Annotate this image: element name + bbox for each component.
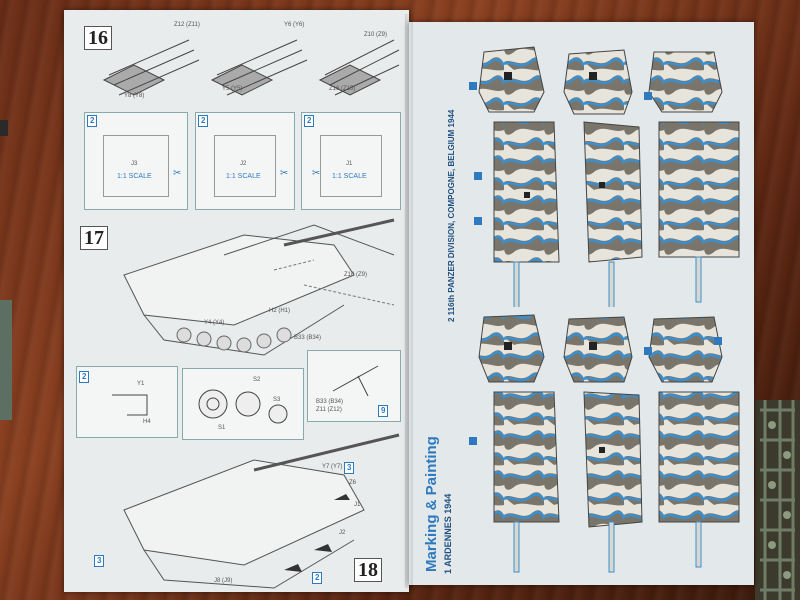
paint-badge: 2 [304, 115, 315, 127]
marking-painting-page: Marking & Painting 1 ARDENNES 1944 2 116… [409, 22, 754, 585]
part-label: B33 (B34) [316, 399, 344, 405]
part-label: Y6 (Y6) [284, 22, 305, 28]
detail-box-b33: 9 B33 (B34) Z11 (Z12) [307, 350, 401, 422]
detail-box-y1: 2 Y1 H4 [76, 366, 178, 438]
step-18-exploded-diagram [123, 433, 400, 589]
part-label: S2 [253, 377, 261, 383]
template-j2: 2 J2 1:1 SCALE ✂ [195, 112, 295, 210]
template-scale: 1:1 SCALE [332, 173, 367, 180]
template-j3: 2 J3 1:1 SCALE ✂ [84, 112, 188, 210]
page-fold [405, 14, 413, 588]
sprue-fragment-left [0, 300, 12, 420]
part-label: Y7 (Y7) [322, 464, 343, 470]
part-label: S1 [218, 425, 226, 431]
template-outline [214, 135, 276, 197]
scheme-1-index: 1 [443, 568, 453, 574]
part-label: S3 [273, 397, 281, 403]
part-label: Z11 (Z12) [316, 407, 342, 413]
template-outline [103, 135, 169, 197]
template-scale: 1:1 SCALE [117, 173, 152, 180]
part-label: Z6 [349, 480, 357, 486]
paint-badge: 2 [312, 572, 323, 584]
detail-part-drawing [112, 394, 148, 416]
part-label: J2 [339, 530, 346, 536]
part-label: Z10 (Z9) [344, 272, 368, 278]
part-label: Y4 (Y4) [204, 320, 225, 326]
scissors-icon: ✂ [312, 168, 321, 179]
step-18-number: 18 [354, 558, 382, 582]
template-part-id: J3 [131, 161, 138, 167]
scissors-icon: ✂ [280, 168, 289, 179]
paint-badge: 3 [94, 555, 105, 567]
scheme-1-title: ARDENNES 1944 [443, 493, 453, 567]
instruction-page-left: 16 Y8 (Y8) Y5 (Y5) Z16 (Z15) Z12 (Z11) Y… [64, 10, 409, 592]
scheme-2-profiles [469, 46, 740, 307]
scheme-2-title: 116th PANZER DIVISION, COMPOGNE, BELGIUM… [447, 109, 456, 316]
detail-box-wheels: S2 S3 S1 [182, 368, 304, 440]
scheme-1-profiles [469, 314, 740, 573]
template-scale: 1:1 SCALE [226, 173, 261, 180]
scheme-2-label: 2 116th PANZER DIVISION, COMPOGNE, BELGI… [447, 110, 456, 322]
part-label: Y1 [137, 381, 145, 387]
table-object-left [0, 120, 8, 136]
paint-badge: 3 [344, 462, 355, 474]
detail-wheel-drawing [198, 389, 288, 424]
part-label: Z10 (Z9) [364, 32, 388, 38]
paint-badge: 2 [87, 115, 98, 127]
part-label: J8 (J9) [214, 578, 233, 584]
scissors-icon: ✂ [173, 168, 182, 179]
scheme-2-index: 2 [447, 317, 456, 322]
part-label: Z16 (Z15) [329, 86, 356, 92]
template-j1: 2 J1 1:1 SCALE ✂ [301, 112, 401, 210]
step-16-diagrams [102, 39, 400, 96]
part-label: H4 [143, 419, 151, 425]
part-label: Z12 (Z11) [174, 22, 200, 28]
part-label: Y8 (Y8) [124, 93, 145, 99]
scheme-1-label: 1 ARDENNES 1944 [443, 494, 453, 574]
step-17-number: 17 [80, 226, 108, 250]
part-label: J1 [354, 502, 361, 508]
part-label: H2 (H1) [269, 308, 291, 314]
paint-badge: 2 [198, 115, 209, 127]
template-outline [320, 135, 382, 197]
part-label: B33 (B34) [294, 335, 322, 341]
model-sprue [755, 400, 800, 600]
step-16-number: 16 [84, 26, 112, 50]
paint-badge: 2 [79, 371, 90, 383]
step-17-exploded-diagram [123, 218, 395, 356]
detail-part-drawing [332, 365, 379, 397]
part-label: Y5 (Y5) [222, 86, 243, 92]
section-title: Marking & Painting [423, 436, 440, 572]
template-part-id: J1 [346, 161, 353, 167]
template-part-id: J2 [240, 161, 247, 167]
paint-badge: 9 [378, 405, 389, 417]
